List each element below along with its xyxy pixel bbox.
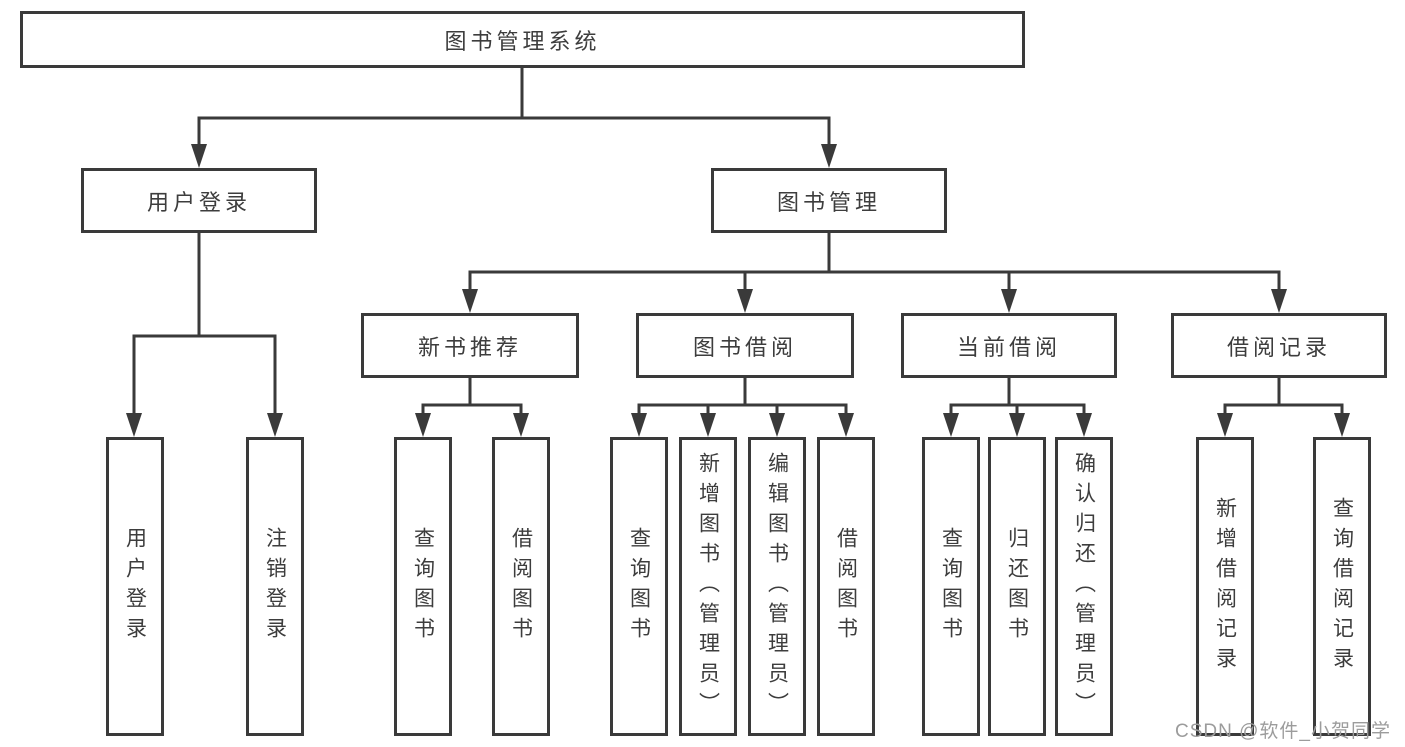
connector-root-to-level2 <box>191 66 837 168</box>
connector-book-management-to-level3 <box>462 231 1287 313</box>
node-leaf-query-borrow-record: 查询借阅记录 <box>1313 437 1371 736</box>
node-leaf-query-books-current: 查询图书 <box>922 437 980 736</box>
node-new-book-recommend: 新书推荐 <box>361 313 579 378</box>
node-leaf-borrow-books: 借阅图书 <box>817 437 875 736</box>
node-root: 图书管理系统 <box>20 11 1025 68</box>
connector-current-borrowing-children <box>943 376 1092 437</box>
node-borrowing-records: 借阅记录 <box>1171 313 1387 378</box>
node-leaf-confirm-return-admin: 确认归还（管理员） <box>1055 437 1113 736</box>
node-current-borrowing: 当前借阅 <box>901 313 1117 378</box>
connector-borrowing-records-children <box>1217 376 1350 437</box>
node-leaf-return-books: 归还图书 <box>988 437 1046 736</box>
node-leaf-borrow-books-recommend: 借阅图书 <box>492 437 550 736</box>
connector-user-login-children <box>126 231 283 437</box>
node-leaf-logout: 注销登录 <box>246 437 304 736</box>
node-leaf-add-books-admin: 新增图书（管理员） <box>679 437 737 736</box>
connector-new-book-recommend-children <box>415 376 529 437</box>
node-leaf-edit-books-admin: 编辑图书（管理员） <box>748 437 806 736</box>
node-user-login: 用户登录 <box>81 168 317 233</box>
connector-book-borrowing-children <box>631 376 854 437</box>
node-book-management: 图书管理 <box>711 168 947 233</box>
node-leaf-query-books-borrowing: 查询图书 <box>610 437 668 736</box>
node-book-borrowing: 图书借阅 <box>636 313 854 378</box>
watermark: CSDN @软件_小贺同学 <box>1175 721 1391 742</box>
node-leaf-query-books-recommend: 查询图书 <box>394 437 452 736</box>
node-leaf-user-login: 用户登录 <box>106 437 164 736</box>
node-leaf-add-borrow-record: 新增借阅记录 <box>1196 437 1254 736</box>
